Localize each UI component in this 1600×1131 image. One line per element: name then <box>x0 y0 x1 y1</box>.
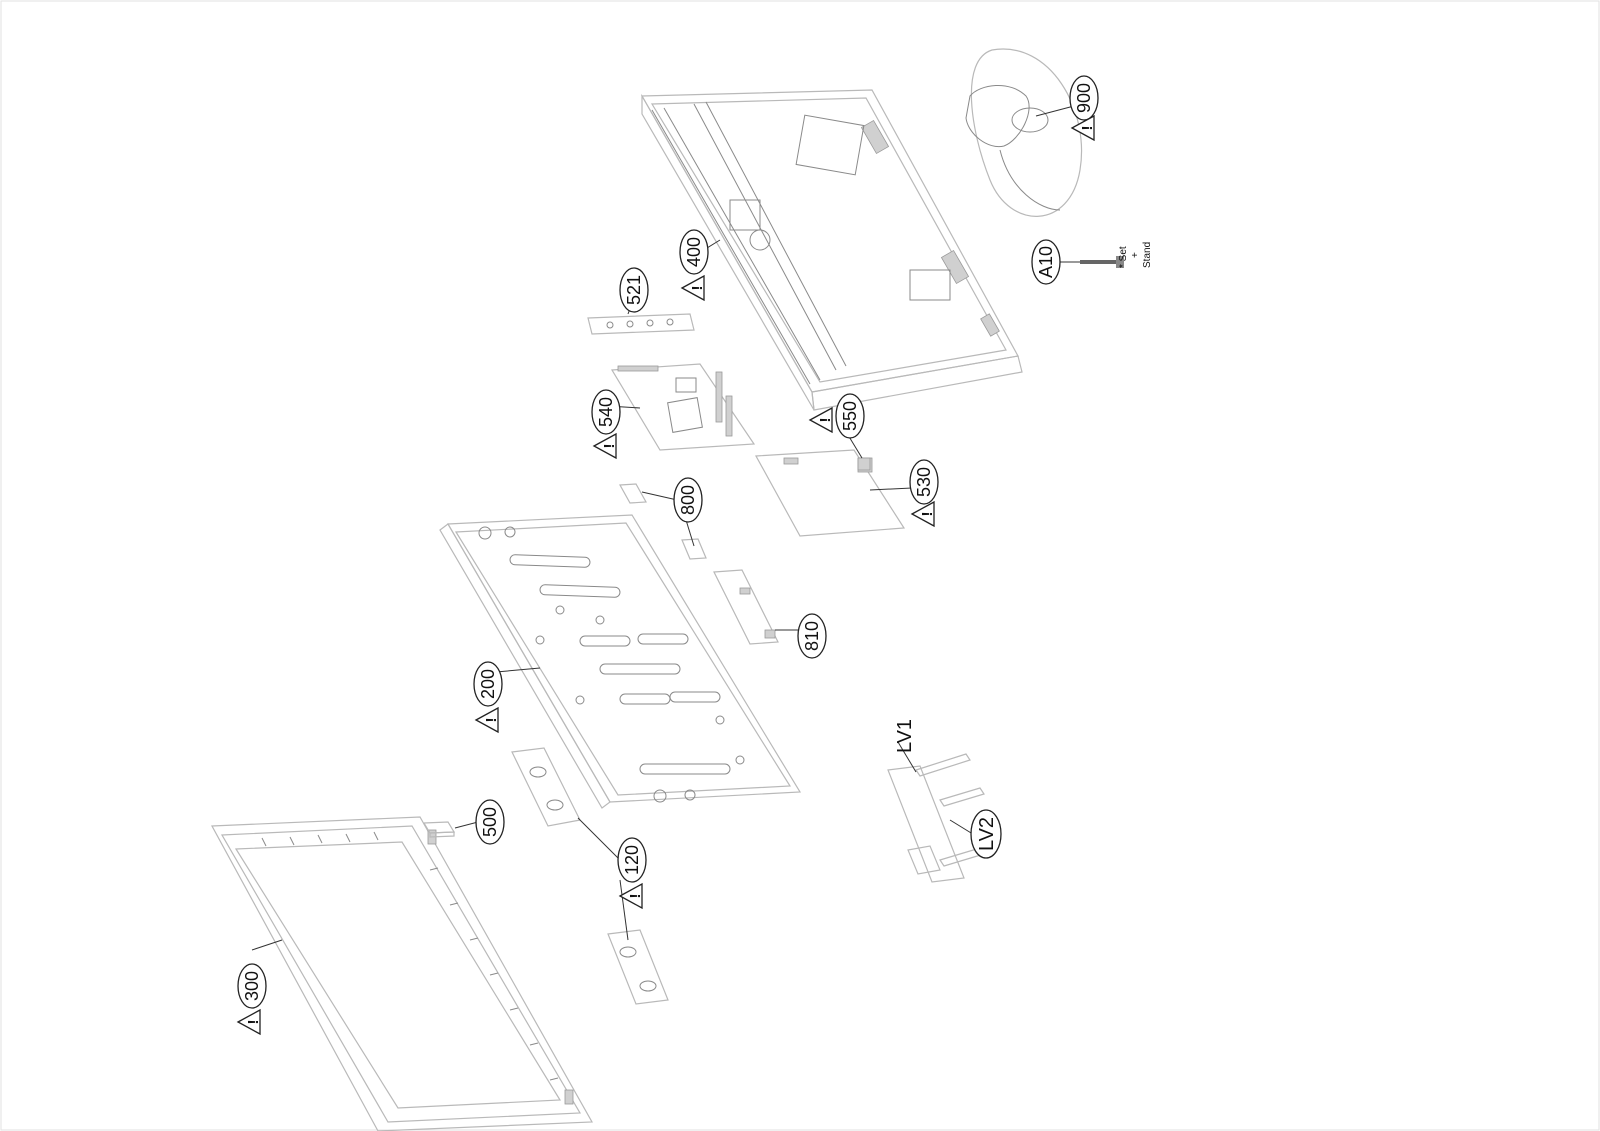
warning-icon: ! <box>910 500 936 528</box>
stand-part <box>965 48 1083 217</box>
svg-text:500: 500 <box>480 807 500 837</box>
svg-text:!: ! <box>601 444 618 449</box>
warning-icon: ! <box>808 406 834 434</box>
svg-text:LV2: LV2 <box>976 817 998 851</box>
svg-text:* Set: * Set <box>1118 246 1129 268</box>
back-cover-part <box>640 89 1023 411</box>
front-bezel-part <box>211 816 594 1131</box>
callout-530: 530 <box>909 459 939 505</box>
svg-text:800: 800 <box>678 485 698 515</box>
callout-540: 540 <box>591 389 621 435</box>
screw-note: * Set + Stand <box>1118 242 1153 268</box>
svg-text:550: 550 <box>840 401 860 431</box>
svg-text:810: 810 <box>802 621 822 651</box>
svg-text:120: 120 <box>622 845 642 875</box>
svg-text:!: ! <box>817 418 834 423</box>
callout-a10: A10 <box>1031 239 1061 285</box>
callout-400: 400 <box>679 229 709 275</box>
stand-screw-part <box>1080 256 1124 268</box>
svg-text:521: 521 <box>624 275 644 305</box>
svg-text:540: 540 <box>596 397 616 427</box>
lvds-cables-part <box>887 753 985 883</box>
warning-icon: ! <box>474 706 500 734</box>
svg-text:300: 300 <box>242 971 262 1001</box>
warning-icon: ! <box>618 882 644 910</box>
ir-board-part <box>422 821 456 838</box>
switch-part <box>857 457 871 471</box>
svg-text:LV1: LV1 <box>894 719 916 753</box>
svg-text:!: ! <box>1079 126 1096 131</box>
main-board-part <box>610 363 756 451</box>
power-board-part <box>755 449 906 537</box>
svg-text:530: 530 <box>914 467 934 497</box>
side-terminal-part <box>587 313 695 335</box>
callout-300: 300 <box>237 963 267 1009</box>
bracket-800-part <box>619 483 707 560</box>
warning-icon: ! <box>1070 114 1096 142</box>
bracket-810-part <box>713 569 779 645</box>
svg-text:900: 900 <box>1074 83 1094 113</box>
svg-text:!: ! <box>919 512 936 517</box>
callout-810: 810 <box>797 613 827 659</box>
svg-text:Stand: Stand <box>1142 242 1153 268</box>
callout-500: 500 <box>475 799 505 845</box>
cable-label-lv2: LV2 <box>970 809 1002 859</box>
warning-icon: ! <box>592 432 618 460</box>
callout-550: 550 <box>835 393 865 439</box>
callout-521: 521 <box>619 267 649 313</box>
cable-label-lv1: LV1 <box>894 719 916 753</box>
svg-text:!: ! <box>245 1020 262 1025</box>
callout-900: 900 <box>1069 75 1099 121</box>
svg-text:!: ! <box>627 894 644 899</box>
svg-text:+: + <box>1130 252 1141 258</box>
svg-text:!: ! <box>689 286 706 291</box>
svg-text:200: 200 <box>478 669 498 699</box>
svg-text:!: ! <box>483 718 500 723</box>
svg-text:A10: A10 <box>1036 246 1056 278</box>
callout-200: 200 <box>473 661 503 707</box>
svg-text:400: 400 <box>684 237 704 267</box>
warning-icon: ! <box>680 274 706 302</box>
lcd-module-part <box>439 514 802 809</box>
warning-icon: ! <box>236 1008 262 1036</box>
callout-leaders <box>251 105 1080 951</box>
callout-120: 120 <box>617 837 647 883</box>
callout-800: 800 <box>673 477 703 523</box>
